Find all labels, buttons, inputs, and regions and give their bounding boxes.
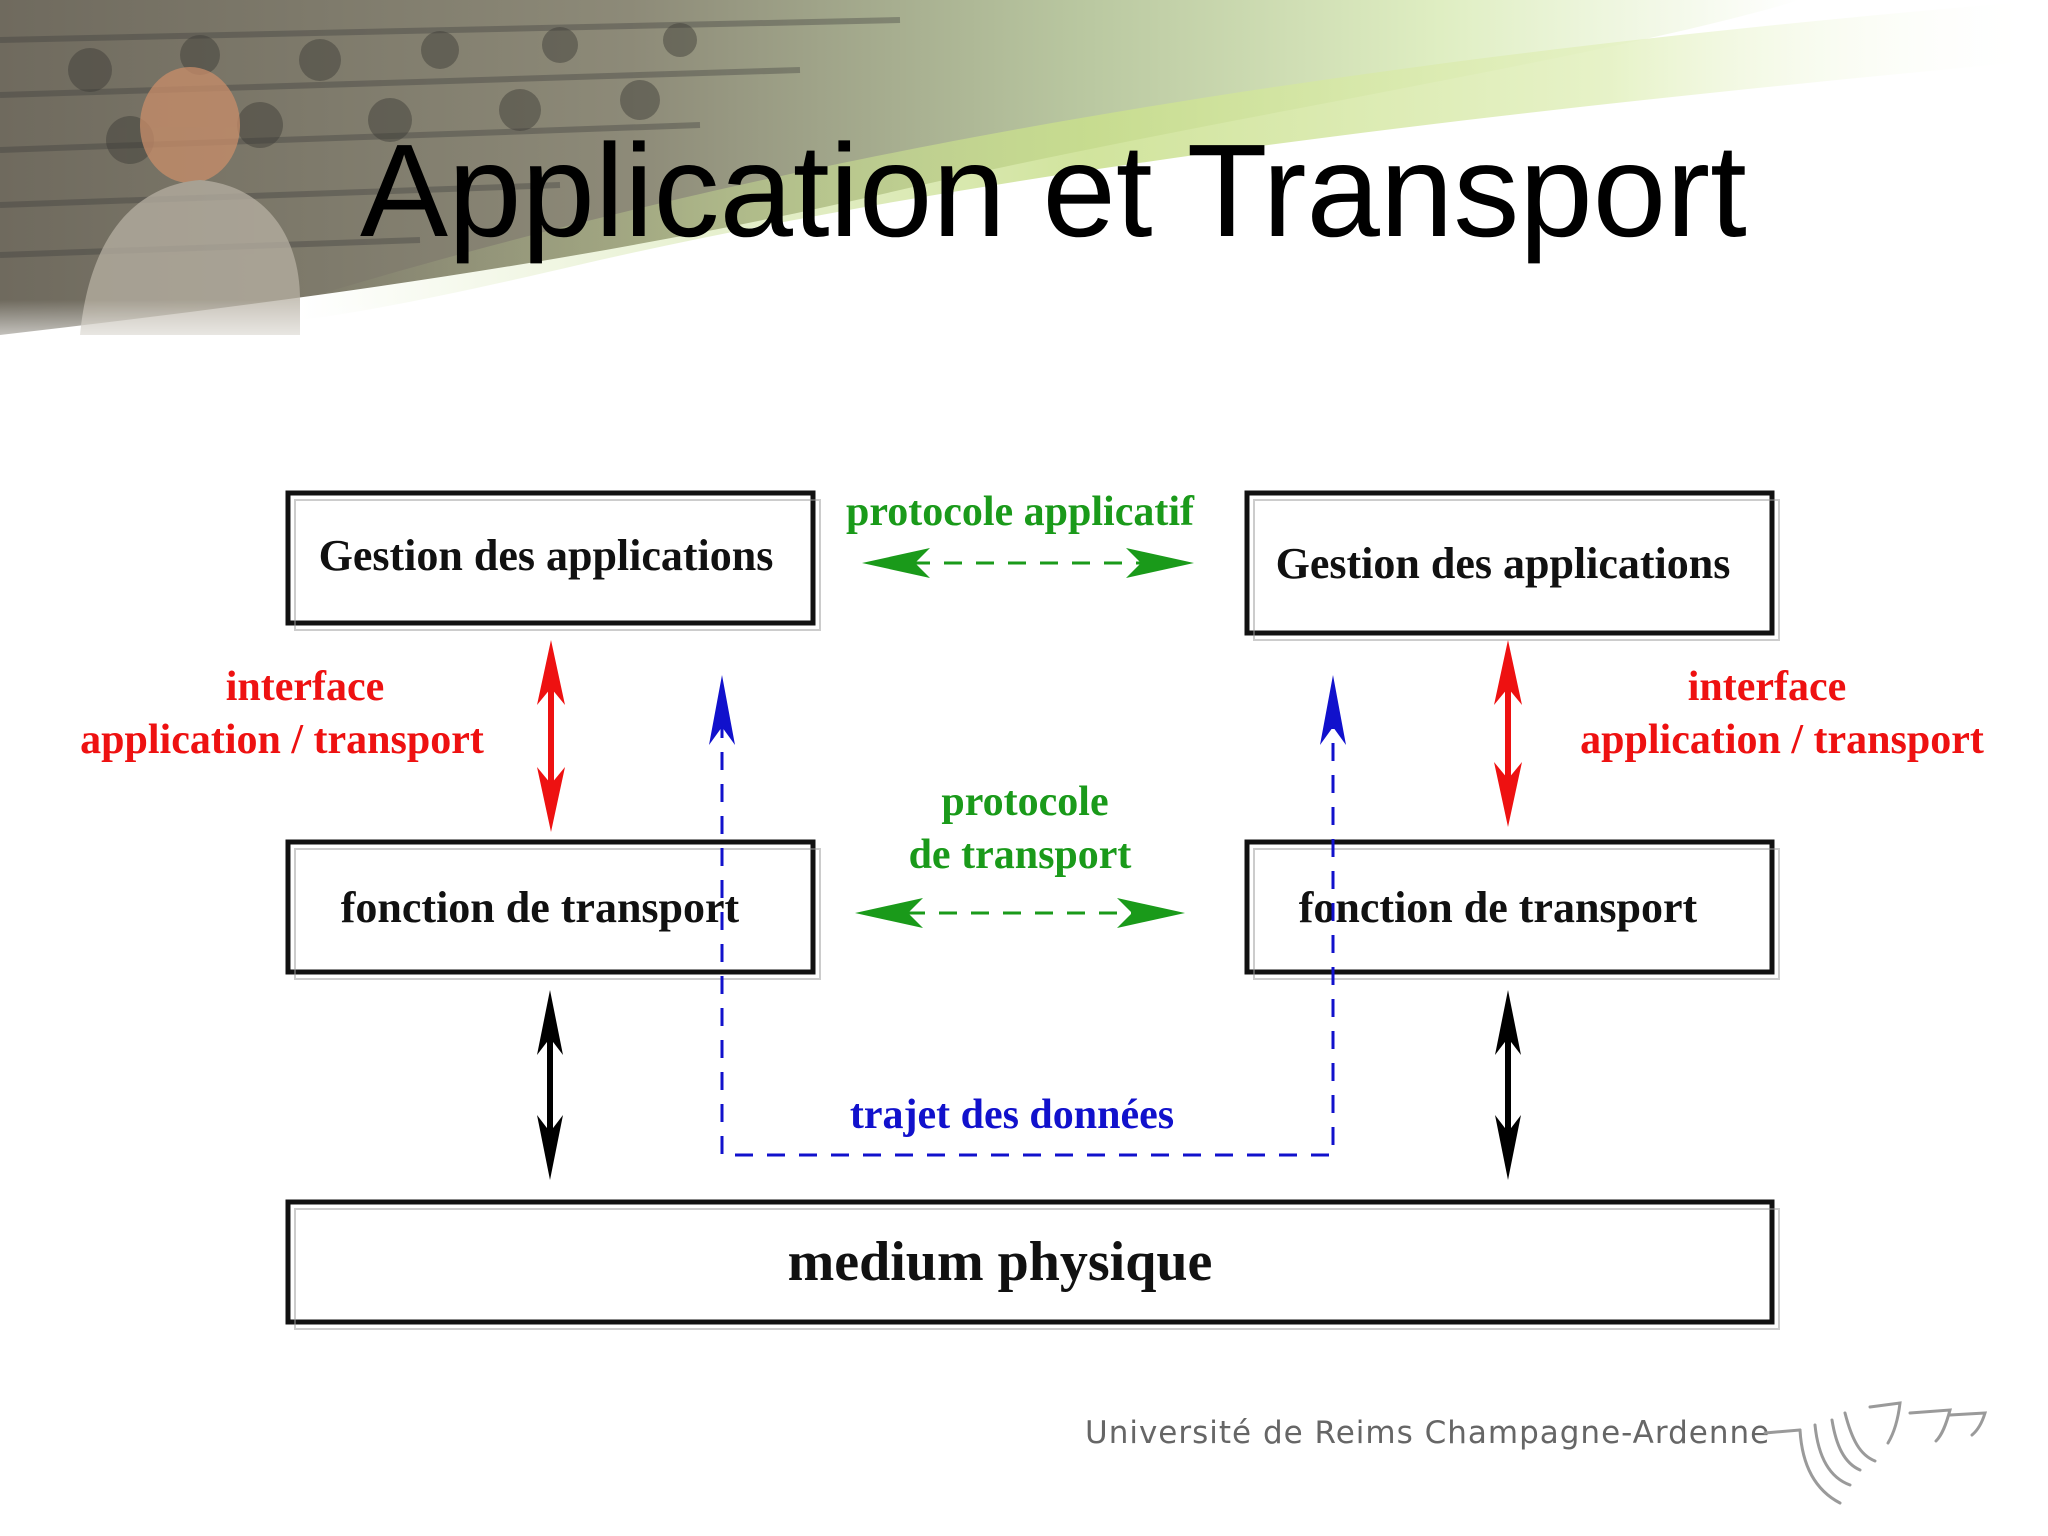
slide-title: Application et Transport	[360, 117, 1747, 264]
box-app-right-label: Gestion des applications	[1276, 539, 1731, 588]
box-transport-right: fonction de transport	[1244, 839, 1780, 980]
label-protocole-transport-1: protocole	[941, 779, 1108, 825]
arrow-interface-left	[537, 640, 565, 832]
box-transport-left: fonction de transport	[285, 839, 821, 980]
label-interface-right-2: application / transport	[1580, 717, 1984, 763]
arrow-protocole-applicatif	[862, 548, 1194, 578]
label-interface-left-1: interface	[226, 664, 385, 710]
header-banner-image	[0, 0, 2048, 360]
box-app-left-label: Gestion des applications	[319, 531, 774, 580]
arrow-protocole-transport	[855, 898, 1185, 928]
university-logo-icon	[1763, 1401, 1988, 1505]
data-path	[709, 675, 1346, 1157]
box-transport-right-label: fonction de transport	[1299, 883, 1698, 932]
footer-university-name: Université de Reims Champagne-Ardenne	[1085, 1415, 1771, 1451]
label-interface-right-1: interface	[1688, 664, 1847, 710]
arrow-interface-right	[1494, 640, 1522, 827]
box-app-left: Gestion des applications	[285, 490, 821, 631]
label-interface-left-2: application / transport	[80, 717, 484, 763]
arrow-physical-right	[1495, 990, 1521, 1180]
arrow-physical-left	[537, 990, 563, 1180]
label-protocole-applicatif: protocole applicatif	[846, 489, 1195, 535]
box-medium-label: medium physique	[788, 1231, 1213, 1293]
label-trajet-donnees: trajet des données	[850, 1092, 1174, 1138]
box-transport-left-label: fonction de transport	[341, 883, 740, 932]
box-medium: medium physique	[285, 1199, 1780, 1330]
label-protocole-transport-2: de transport	[909, 832, 1132, 878]
box-app-right: Gestion des applications	[1244, 490, 1780, 641]
